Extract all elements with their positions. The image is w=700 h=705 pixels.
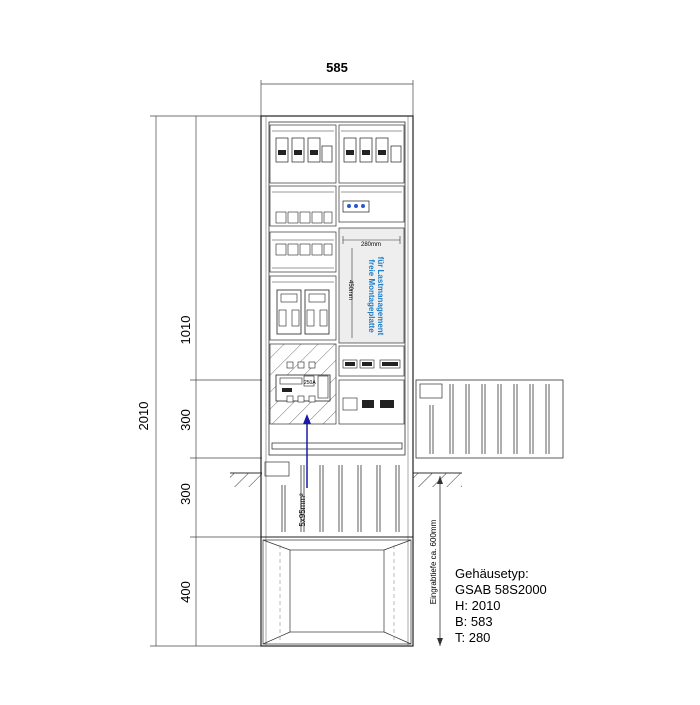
mounting-width-label: 280mm [361,242,381,248]
spec-height: H: 2010 [455,598,501,613]
mounting-text-line1: freie Montageplatte [367,259,376,333]
section-label-4: 400 [178,581,193,603]
meter-socket-right [338,185,405,223]
fuse-rails-left [269,185,337,273]
spec-width: B: 583 [455,614,493,629]
spec-depth: T: 280 [455,630,491,645]
breaker-rating-label: 250A [304,380,316,386]
lower-vent-section [261,461,413,538]
base-section [262,539,412,645]
spec-heading: Gehäusetyp: [455,566,529,581]
housing-spec: Gehäusetyp: GSAB 58S2000 H: 2010 B: 583 … [455,566,547,646]
cable-label: 5x95mm² [298,493,307,527]
width-label: 585 [326,60,348,75]
side-extension [415,379,564,459]
cabinet-body [260,115,414,647]
burial-depth-label: Eingrabtiefe ca. 600mm [429,519,438,604]
spec-model: GSAB 58S2000 [455,582,547,597]
section-label-2: 300 [178,409,193,431]
total-height-label: 2010 [136,402,151,431]
height-dimensions: 2010 1010 300 300 400 [136,115,262,647]
cable-arrow: 5x95mm² [298,414,311,527]
mounting-plate: 280mm 450mm freie Montageplatte für Last… [338,227,405,344]
ground-level [230,472,462,487]
mounting-height-label: 450mm [347,280,353,300]
burial-depth-dimension: Eingrabtiefe ca. 600mm [429,476,443,646]
section-label-1: 1010 [178,316,193,345]
width-dimension: 585 [260,60,414,116]
meter-boards-right [338,345,405,425]
top-fuse-row [269,124,405,184]
nh-fuse-bases [269,275,337,341]
mounting-text-line2: für Lastmanagement [376,257,385,336]
section-label-3: 300 [178,483,193,505]
cable-entry-rail [271,442,403,450]
main-breaker-area: 250A [269,343,337,425]
